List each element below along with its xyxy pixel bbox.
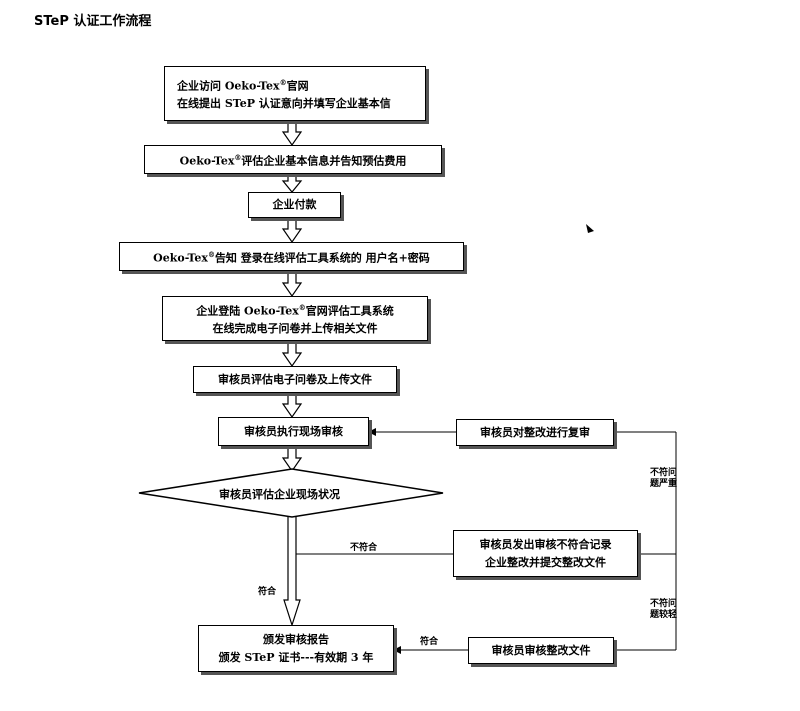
label-conform-left: 符合 [420,637,439,647]
step-issue-certificate: 颁发审核报告 颁发 STeP 证书---有效期 3 年 [198,625,394,672]
step-visit-website: 企业访问 Oeko-Tex®官网 在线提出 STeP 认证意向并填写企业基本信 [164,66,426,121]
label-conform-down: 符合 [258,587,277,597]
step-evaluate-questionnaire-text: 审核员评估电子问卷及上传文件 [218,372,372,386]
step-issue-certificate-line1: 颁发审核报告 [263,632,329,646]
step-review-corrections: 审核员审核整改文件 [468,637,614,664]
block-arrow-1 [281,120,303,147]
block-arrow-5 [281,340,303,368]
decision-text: 审核员评估企业现场状况 [219,488,340,501]
label-serious-line2: 题严重 [650,479,678,489]
label-serious-issue: 不符问 题严重 [650,468,677,490]
step-evaluate-questionnaire: 审核员评估电子问卷及上传文件 [193,366,397,393]
label-serious-line1: 不符问 [650,468,678,478]
label-minor-line1: 不符问 [650,599,678,609]
decision-diamond [138,468,444,518]
label-minor-issue: 不符问 题较轻 [650,599,677,621]
step-evaluate-basic-info-text: Oeko-Tex®评估企业基本信息并告知预估费用 [179,152,407,168]
page-title: STeP 认证工作流程 [34,14,152,29]
block-arrow-3 [281,217,303,244]
step-nonconformity-record: 审核员发出审核不符合记录 企业整改并提交整改文件 [453,530,638,577]
step-nonconformity-record-line2: 企业整改并提交整改文件 [485,555,606,569]
step-payment-text: 企业付款 [272,198,317,211]
step-online-questionnaire-line2: 在线完成电子问卷并上传相关文件 [212,322,378,336]
step-payment: 企业付款 [248,192,341,218]
block-arrows [281,120,303,627]
label-minor-line2: 题较轻 [650,610,678,620]
step-visit-website-line2: 在线提出 STeP 认证意向并填写企业基本信 [177,97,391,111]
step-onsite-audit-text: 审核员执行现场审核 [244,424,343,438]
step-evaluate-basic-info: Oeko-Tex®评估企业基本信息并告知预估费用 [144,145,442,174]
step-issue-certificate-line2: 颁发 STeP 证书---有效期 3 年 [218,650,374,664]
step-online-questionnaire-line1: 企业登陆 Oeko-Tex®官网评估工具系统 [196,302,394,318]
step-online-questionnaire: 企业登陆 Oeko-Tex®官网评估工具系统 在线完成电子问卷并上传相关文件 [162,296,428,341]
step-onsite-audit: 审核员执行现场审核 [218,417,369,446]
step-reaudit-text: 审核员对整改进行复审 [480,425,590,439]
step-credentials: Oeko-Tex®告知 登录在线评估工具系统的 用户名+密码 [119,242,464,271]
block-arrow-4 [281,270,303,298]
label-nonconform: 不符合 [350,543,378,553]
step-nonconformity-record-line1: 审核员发出审核不符合记录 [479,537,612,551]
block-arrow-7 [281,445,303,473]
block-arrow-2 [281,173,303,193]
step-reaudit: 审核员对整改进行复审 [456,419,614,446]
step-visit-website-line1: 企业访问 Oeko-Tex®官网 [177,77,309,93]
step-review-corrections-text: 审核员审核整改文件 [491,643,591,657]
block-arrow-8 [283,515,301,627]
block-arrow-6 [281,392,303,419]
step-credentials-text: Oeko-Tex®告知 登录在线评估工具系统的 用户名+密码 [153,249,430,265]
triangle-mark [586,224,594,233]
